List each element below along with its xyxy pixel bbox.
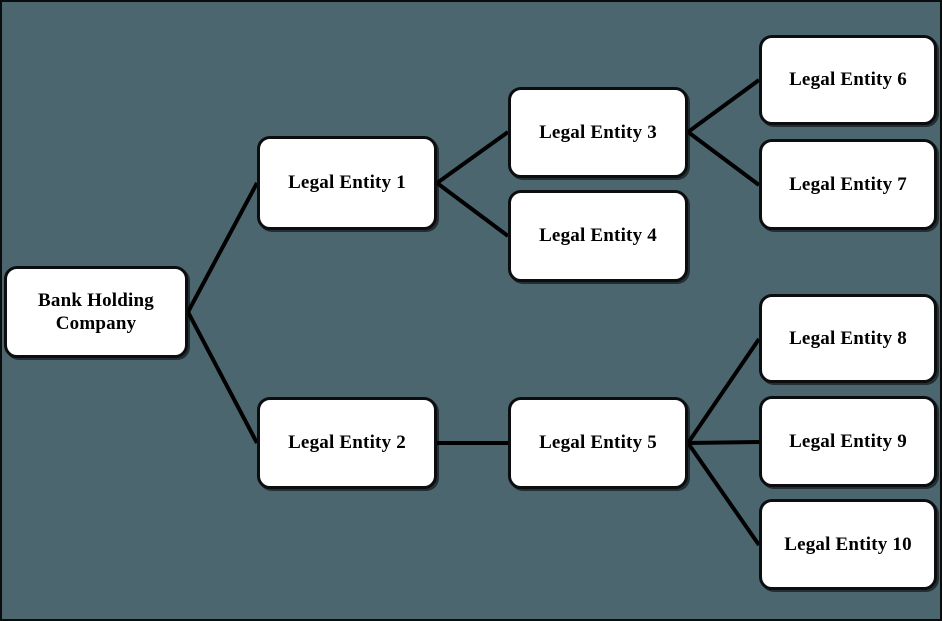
edge-le1-to-le4 (435, 181, 510, 238)
node-le3[interactable]: Legal Entity 3 (508, 87, 688, 178)
node-root[interactable]: Bank Holding Company (4, 266, 188, 358)
edge-root-to-le2 (186, 311, 259, 444)
node-le9[interactable]: Legal Entity 9 (759, 396, 937, 487)
node-le10[interactable]: Legal Entity 10 (759, 499, 937, 590)
node-le4[interactable]: Legal Entity 4 (508, 190, 688, 282)
node-label-le5: Legal Entity 5 (539, 432, 657, 454)
node-label-le8: Legal Entity 8 (789, 327, 907, 349)
node-label-le7: Legal Entity 7 (789, 173, 907, 195)
node-label-le2: Legal Entity 2 (288, 432, 406, 454)
node-le8[interactable]: Legal Entity 8 (759, 294, 937, 383)
edge-le3-to-le7 (686, 130, 761, 187)
node-label-le9: Legal Entity 9 (789, 430, 907, 452)
node-le2[interactable]: Legal Entity 2 (257, 397, 437, 489)
node-label-root: Bank Holding Company (38, 289, 154, 334)
node-le7[interactable]: Legal Entity 7 (759, 139, 937, 230)
edge-root-to-le1 (186, 182, 259, 313)
edge-le1-to-le3 (435, 130, 510, 185)
edge-le5-to-le8 (686, 337, 761, 445)
edge-le5-to-le9 (687, 440, 760, 445)
node-label-le1: Legal Entity 1 (288, 172, 406, 194)
edge-le3-to-le6 (686, 78, 761, 134)
node-label-le4: Legal Entity 4 (539, 225, 657, 247)
edge-le5-to-le10 (686, 441, 761, 547)
node-le1[interactable]: Legal Entity 1 (257, 136, 437, 230)
node-label-le6: Legal Entity 6 (789, 69, 907, 91)
node-label-le3: Legal Entity 3 (539, 121, 657, 143)
node-le5[interactable]: Legal Entity 5 (508, 397, 688, 489)
node-label-le10: Legal Entity 10 (784, 533, 912, 555)
node-le6[interactable]: Legal Entity 6 (759, 35, 937, 125)
